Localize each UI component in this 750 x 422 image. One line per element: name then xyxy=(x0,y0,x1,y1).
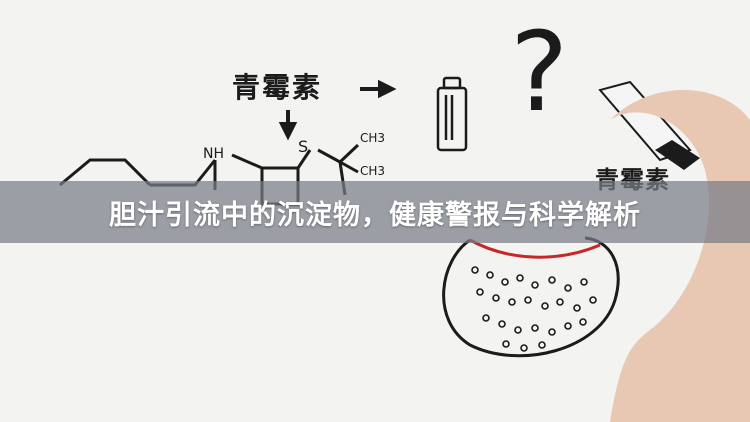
chem-ch3-bottom: CH3 xyxy=(360,164,385,178)
right-arrow xyxy=(360,79,397,99)
caption-band: 胆汁引流中的沉淀物，健康警报与科学解析 xyxy=(0,181,750,243)
question-mark: ? xyxy=(510,8,568,136)
caption-text: 胆汁引流中的沉淀物，健康警报与科学解析 xyxy=(109,199,641,231)
hand-with-marker xyxy=(598,80,750,422)
chem-ch3-top: CH3 xyxy=(360,131,385,145)
down-arrow xyxy=(278,110,298,141)
vial-drawing xyxy=(436,76,468,152)
drug-label: 青霉素 xyxy=(232,71,323,104)
chem-nh: NH xyxy=(203,146,224,162)
bile-sac-drawing xyxy=(442,236,620,358)
chem-s: S xyxy=(298,137,308,156)
